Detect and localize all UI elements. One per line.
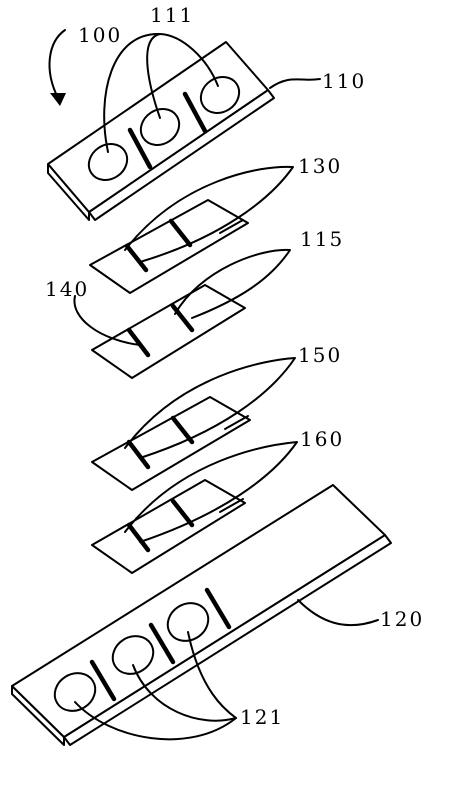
label-110: 110 bbox=[322, 69, 366, 93]
label-160: 160 bbox=[300, 427, 344, 451]
top-plate-port-middle bbox=[139, 108, 181, 146]
label-111: 111 bbox=[150, 3, 194, 27]
label-121: 121 bbox=[240, 705, 284, 729]
top-plate-port-left bbox=[87, 143, 129, 181]
label-150: 150 bbox=[298, 343, 342, 367]
layer-130 bbox=[89, 165, 294, 294]
top-plate-port-right bbox=[199, 76, 241, 114]
label-115: 115 bbox=[300, 227, 344, 251]
top-plate-110 bbox=[47, 29, 321, 221]
label-130: 130 bbox=[298, 154, 342, 178]
base-plate-port-middle bbox=[111, 635, 155, 675]
label-140: 140 bbox=[45, 277, 89, 301]
base-plate-port-left bbox=[53, 672, 97, 712]
layer-140 bbox=[73, 248, 291, 379]
base-plate-port-right bbox=[166, 602, 210, 642]
label-120: 120 bbox=[380, 607, 424, 631]
layer-160 bbox=[91, 441, 298, 574]
base-plate-120 bbox=[11, 484, 392, 746]
label-100: 100 bbox=[78, 23, 122, 47]
layer-150 bbox=[91, 357, 296, 491]
